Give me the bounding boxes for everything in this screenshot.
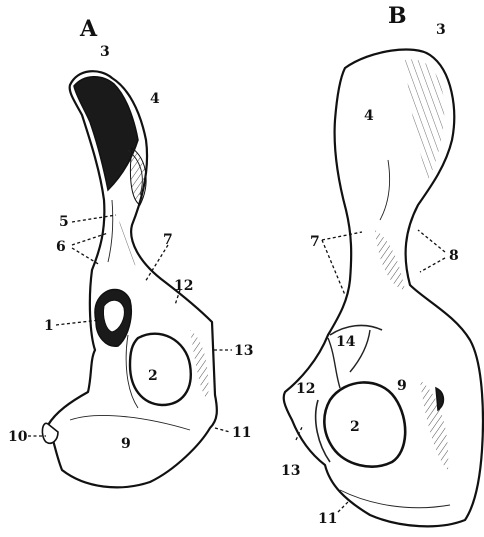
panel-b-num-7: 7 xyxy=(310,234,320,250)
panel-b-leader-8a xyxy=(418,230,445,252)
panel-a-num-10: 10 xyxy=(8,429,28,445)
panel-a-num-13: 13 xyxy=(234,343,253,359)
panel-a-label: A xyxy=(79,16,98,42)
panel-b-label: B xyxy=(388,3,407,29)
panel-a-leader-11 xyxy=(215,428,230,432)
panel-a-num-3: 3 xyxy=(100,44,110,60)
panel-b xyxy=(284,49,483,526)
panel-b-num-4: 4 xyxy=(364,108,374,124)
panel-b-num-13: 13 xyxy=(281,463,300,479)
panel-a-num-4: 4 xyxy=(150,91,160,107)
panel-a-num-2: 2 xyxy=(148,368,158,384)
panel-b-leader-7a xyxy=(322,240,345,295)
panel-b-num-11: 11 xyxy=(318,511,337,527)
panel-a-num-9: 9 xyxy=(121,436,131,452)
panel-b-num-14: 14 xyxy=(336,334,356,350)
panel-b-num-12: 12 xyxy=(296,381,315,397)
panel-a-num-6: 6 xyxy=(56,239,66,255)
panel-a-num-12: 12 xyxy=(174,278,193,294)
panel-a-num-7: 7 xyxy=(163,232,173,248)
panel-b-num-9: 9 xyxy=(397,378,407,394)
panel-a-num-5: 5 xyxy=(59,214,69,230)
panel-a xyxy=(28,71,232,487)
panel-a-num-11: 11 xyxy=(232,425,251,441)
panel-b-num-8: 8 xyxy=(449,248,459,264)
panel-a-num-1: 1 xyxy=(44,318,54,334)
panel-a-foramen xyxy=(130,334,191,405)
panel-b-num-2: 2 xyxy=(350,419,360,435)
panel-b-num-3: 3 xyxy=(436,22,446,38)
panel-b-foramen xyxy=(324,382,405,466)
panel-b-leader-8b xyxy=(420,258,445,272)
panel-b-leader-11 xyxy=(338,500,350,512)
